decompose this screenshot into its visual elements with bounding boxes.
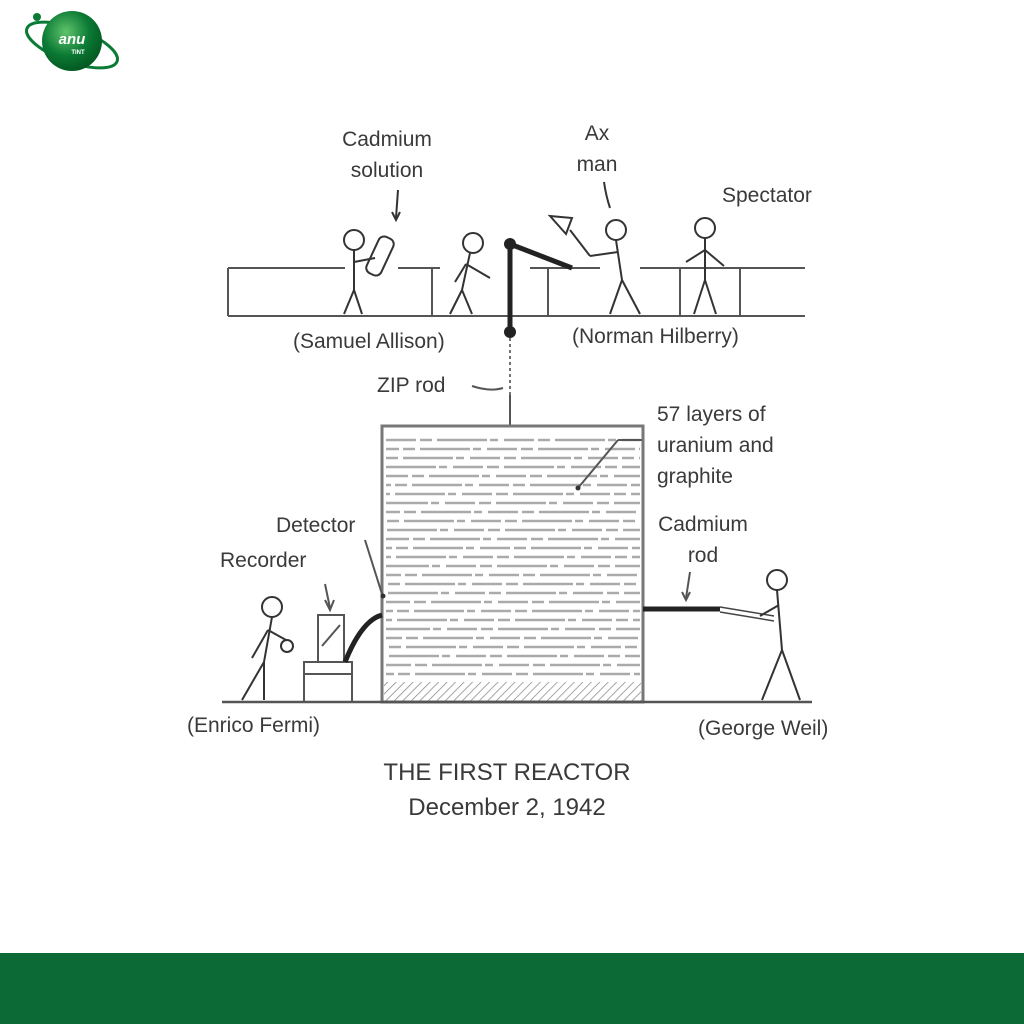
label-cadmium-rod-1: Cadmium: [658, 513, 748, 536]
logo-text: anu: [59, 31, 86, 48]
label-george-weil: (George Weil): [698, 717, 828, 740]
diagram-date: December 2, 1942: [408, 794, 605, 821]
label-layers-2: uranium and: [657, 434, 774, 457]
anu-tint-logo: anu TINT: [25, 11, 119, 71]
label-zip-rod: ZIP rod: [377, 374, 445, 397]
label-layers-1: 57 layers of: [657, 403, 766, 426]
label-spectator: Spectator: [722, 184, 812, 207]
figure-operator: [449, 232, 491, 315]
detector-cable: [342, 612, 383, 663]
figure-ax-man: [547, 181, 641, 315]
figure-samuel-allison: [343, 189, 401, 315]
label-detector: Detector: [276, 514, 355, 537]
label-recorder: Recorder: [220, 549, 306, 572]
zip-rod: [471, 238, 573, 426]
label-enrico-fermi: (Enrico Fermi): [187, 714, 320, 737]
figure-spectator: [685, 217, 725, 315]
label-layers-3: graphite: [657, 465, 733, 488]
cadmium-rod: [643, 571, 775, 622]
figure-enrico-fermi: [241, 596, 294, 701]
logo-subtext: TINT: [71, 50, 85, 56]
figure-george-weil: [759, 569, 801, 701]
label-ax-2: man: [577, 153, 618, 176]
label-cadmium-solution-1: Cadmium: [342, 128, 432, 151]
balcony-railing: [227, 267, 805, 317]
footer-bar: [0, 953, 1024, 1024]
label-norman-hilberry: (Norman Hilberry): [572, 325, 739, 348]
label-cadmium-solution-2: solution: [351, 159, 423, 182]
detector-pointer: [364, 539, 383, 595]
reactor-pile: [380, 424, 645, 704]
label-cadmium-rod-2: rod: [688, 544, 718, 567]
label-samuel-allison: (Samuel Allison): [293, 330, 445, 353]
label-ax-1: Ax: [585, 122, 610, 145]
recorder: [303, 583, 353, 703]
diagram-title: THE FIRST REACTOR: [383, 759, 630, 786]
